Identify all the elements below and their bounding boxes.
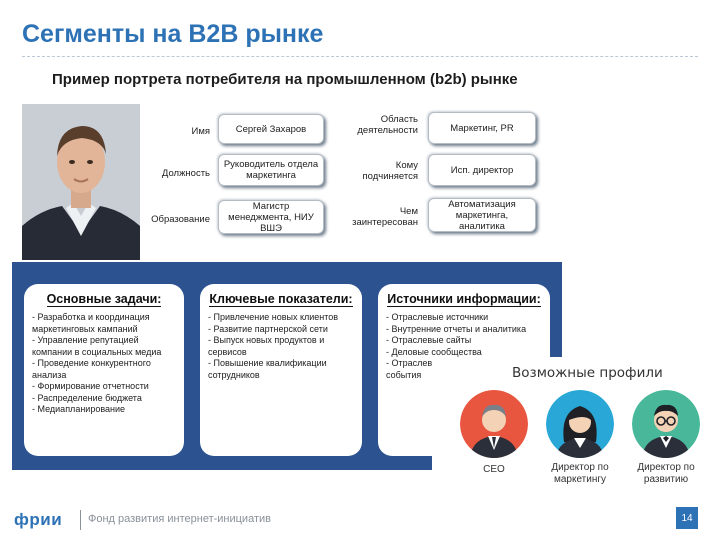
list-item: - Проведение конкурентного анализа bbox=[32, 358, 151, 380]
customer-photo bbox=[22, 104, 140, 260]
list-item: - Выпуск новых продуктов и сервисов bbox=[208, 335, 325, 357]
profiles-title: Возможные профили bbox=[512, 365, 663, 381]
field-label-reports-to: Кому подчиняется bbox=[362, 160, 418, 182]
list-item: - Повышение квалификации сотрудников bbox=[208, 358, 327, 380]
list-item: - Привлечение новых клиентов bbox=[208, 312, 339, 322]
development-director-avatar-icon bbox=[632, 390, 700, 458]
card-sources-title: Источники информации: bbox=[387, 292, 541, 307]
list-item: - Распределение бюджета bbox=[32, 392, 142, 403]
list-item: - Разработка и координация маркетинговых… bbox=[32, 312, 150, 334]
ceo-avatar-icon bbox=[460, 390, 528, 458]
field-label-name: Имя bbox=[191, 126, 210, 137]
field-value-area: Маркетинг, PR bbox=[428, 112, 536, 144]
profile-caption-ceo: CEO bbox=[483, 464, 505, 475]
field-value-interests: Автоматизация маркетинга, аналитика bbox=[428, 198, 536, 232]
list-item: - Медиапланирование bbox=[32, 404, 126, 414]
card-tasks: Основные задачи: - Разработка и координа… bbox=[24, 284, 184, 456]
card-kpi: Ключевые показатели: - Привлечение новых… bbox=[200, 284, 362, 456]
portrait-heading: Пример портрета потребителя на промышлен… bbox=[52, 71, 518, 88]
field-label-position: Должность bbox=[161, 168, 210, 179]
field-value-name: Сергей Захаров bbox=[218, 114, 324, 144]
footer-divider bbox=[80, 510, 81, 530]
frii-logo: фрии bbox=[14, 510, 63, 529]
card-kpi-title: Ключевые показатели: bbox=[209, 292, 353, 307]
person-photo-icon bbox=[22, 104, 140, 260]
field-label-education: Образование bbox=[151, 214, 210, 225]
marketing-director-avatar-icon bbox=[546, 390, 614, 458]
list-item: - Управление репутацией компании в социа… bbox=[32, 335, 162, 357]
list-item: - Деловые сообщества bbox=[386, 346, 482, 357]
field-value-reports-to: Исп. директор bbox=[428, 154, 536, 186]
list-item: - Развитие партнерской сети bbox=[208, 323, 328, 334]
slide-title: Сегменты на B2B рынке bbox=[22, 20, 324, 48]
page-number: 14 bbox=[676, 507, 698, 529]
footer-org-name: Фонд развития интернет-инициатив bbox=[88, 513, 271, 525]
card-tasks-title: Основные задачи: bbox=[46, 292, 162, 307]
list-item: - Отраслевые сайты bbox=[386, 335, 472, 345]
field-value-position: Руководитель отдела маркетинга bbox=[218, 154, 324, 186]
profile-caption-development: Директор по развитию bbox=[637, 462, 695, 485]
profile-caption-marketing: Директор по маркетингу bbox=[551, 462, 609, 485]
field-label-area: Область деятельности bbox=[357, 114, 418, 136]
field-label-interests: Чем заинтересован bbox=[352, 206, 418, 228]
list-item: - Внутренние отчеты и аналитика bbox=[386, 323, 527, 334]
list-item: - Отраслевые источники bbox=[386, 312, 489, 322]
title-divider bbox=[22, 56, 698, 57]
field-value-education: Магистр менеджмента, НИУ ВШЭ bbox=[218, 200, 324, 234]
list-item: - Формирование отчетности bbox=[32, 381, 149, 391]
